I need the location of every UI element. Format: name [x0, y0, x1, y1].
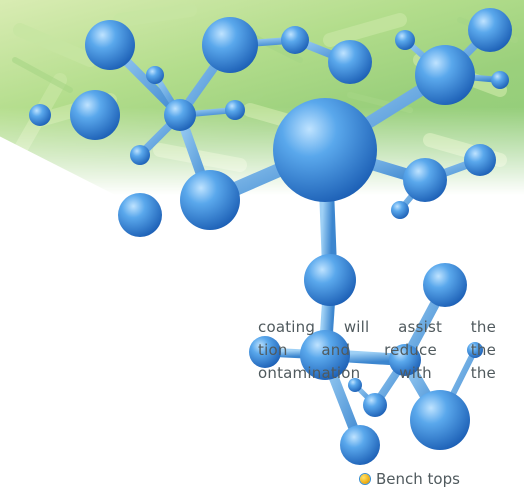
bullet-list-item: Bench tops	[360, 470, 460, 488]
bullet-item-label: Bench tops	[376, 470, 460, 488]
molecule-atoms	[29, 8, 512, 465]
paragraph-line: tion and reduce the	[258, 341, 496, 359]
bullet-dot-icon	[360, 474, 370, 484]
body-paragraph: coating will assist the tion and reduce …	[258, 316, 496, 385]
paragraph-line: ontamination with the	[258, 364, 496, 382]
paragraph-line: coating will assist the	[258, 318, 496, 336]
